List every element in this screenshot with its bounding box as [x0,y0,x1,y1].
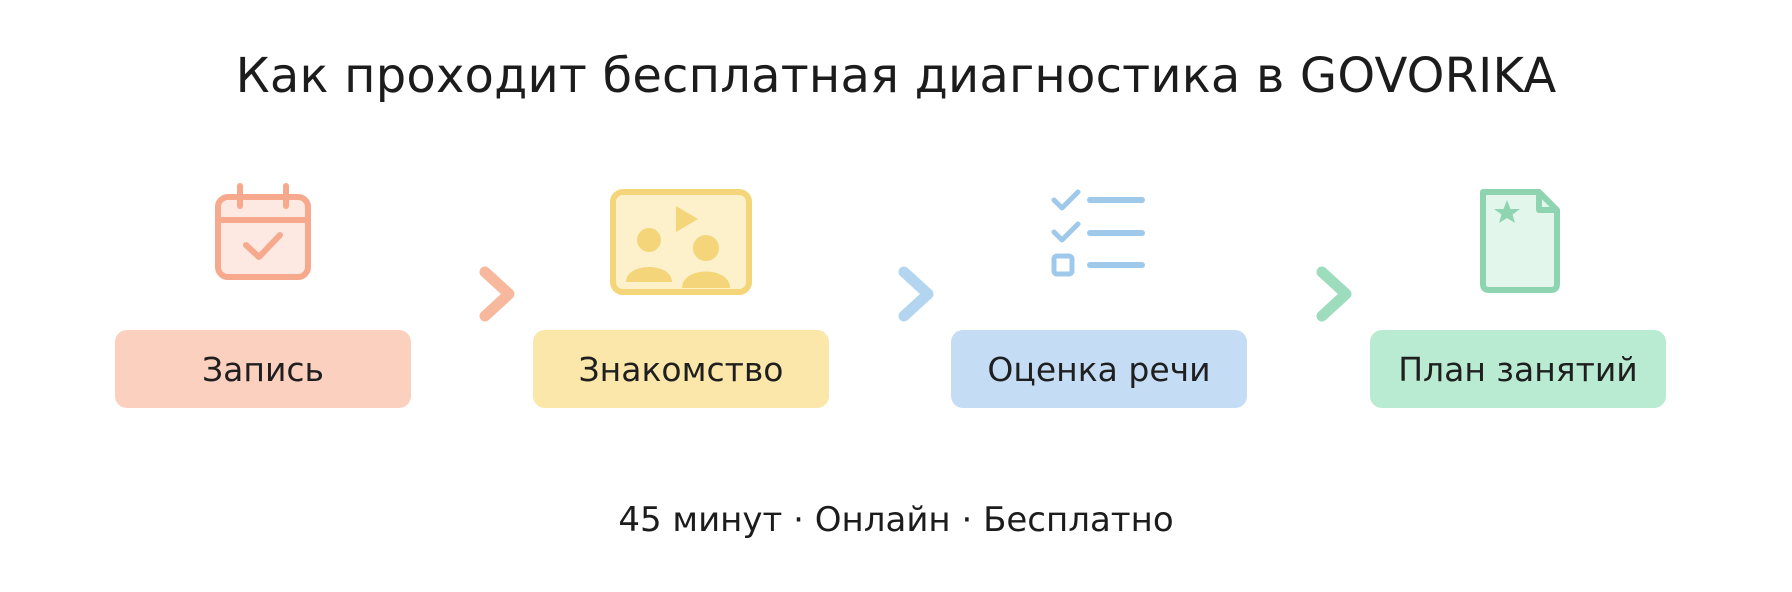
footer-summary: 45 минут · Онлайн · Бесплатно [618,500,1174,540]
arrow-right-icon [844,262,940,326]
step-speech-assessment: Оценка речи [951,178,1247,410]
checklist-icon [1024,178,1174,298]
calendar-check-icon [188,178,338,298]
step-lesson-plan: План занятий [1370,178,1666,410]
arrow-right-icon [1262,262,1358,326]
step-label-speech-assessment: Оценка речи [951,330,1247,408]
page-title: Как проходит бесплатная диагностика в GO… [235,48,1557,104]
document-star-icon [1443,178,1593,298]
step-meeting: Знакомство [533,178,829,410]
step-label-lesson-plan: План занятий [1370,330,1666,408]
arrow-right-icon [425,262,521,326]
step-label-meeting: Знакомство [533,330,829,408]
step-label-record: Запись [115,330,411,408]
video-call-icon [606,178,756,298]
step-record: Запись [115,178,411,410]
